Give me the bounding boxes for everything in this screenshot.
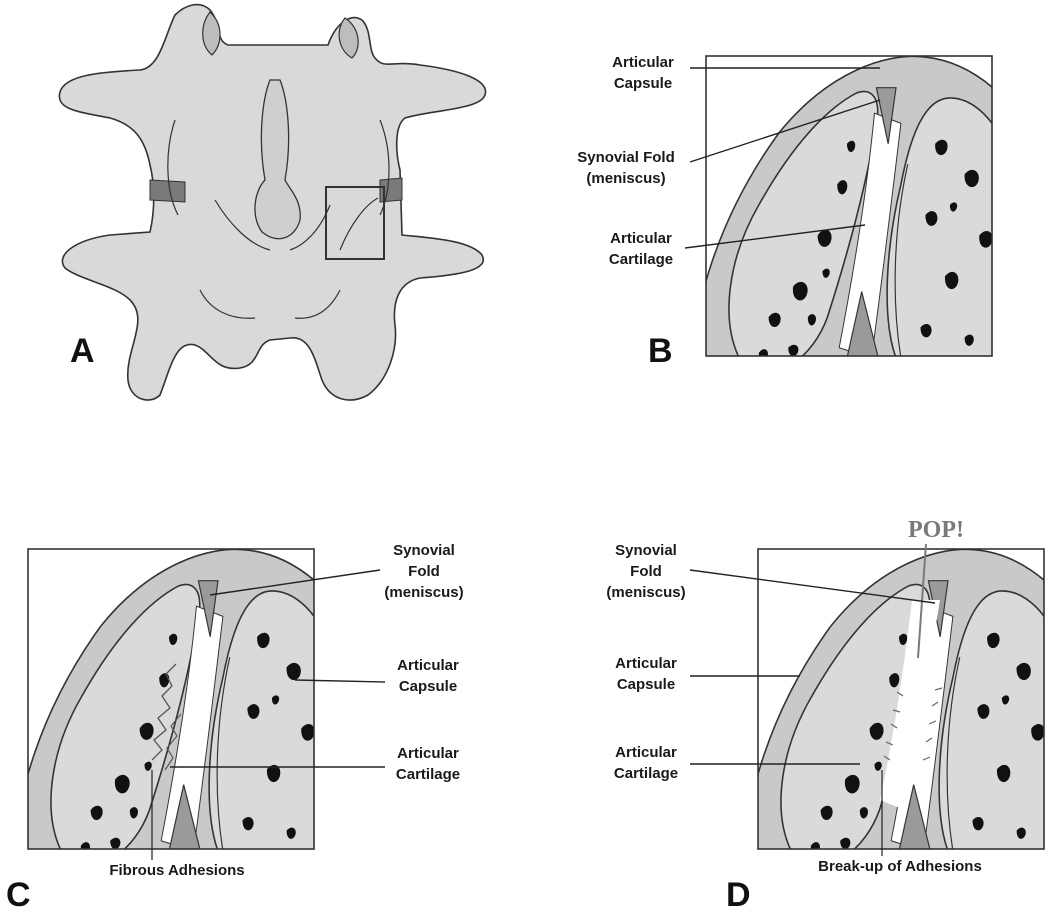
panel-b-cartilage-leader — [684, 224, 866, 249]
panel-c-capsule-label-2: Capsule — [399, 678, 457, 695]
panel-b-fold-leader — [689, 99, 881, 163]
panel-b-letter: B — [648, 332, 673, 370]
panel-d-breakup-label: Break-up of Adhesions — [818, 858, 982, 875]
panel-b: Articular Capsule Synovial Fold (meniscu… — [577, 54, 993, 370]
superior-facet-left — [202, 11, 221, 56]
panel-d-fold-label-1: Synovial — [615, 542, 677, 559]
panel-c-frame — [27, 548, 315, 850]
panel-c-fold-label-3: (meniscus) — [384, 584, 463, 601]
panel-b-cartilage-label-1: Articular — [610, 230, 672, 247]
panel-d-letter: D — [726, 876, 751, 914]
panel-c-fold-leader — [209, 569, 381, 596]
broken-adhesions — [883, 687, 943, 761]
panel-b-fold-label-2: (meniscus) — [586, 170, 665, 187]
panel-d-capsule-label-2: Capsule — [617, 676, 675, 693]
panel-d: POP! Synovial Fold (meniscus) Articular … — [606, 517, 1045, 914]
panel-d-fold-label-3: (meniscus) — [606, 584, 685, 601]
panel-c-adhesions-label: Fibrous Adhesions — [109, 862, 244, 879]
panel-a: A — [58, 3, 487, 401]
panel-d-capsule-label-1: Articular — [615, 655, 677, 672]
panel-d-frame — [757, 548, 1045, 850]
panel-d-fold-leader — [689, 569, 936, 604]
panel-c-capsule-leader — [294, 679, 386, 683]
disc-right — [379, 177, 403, 203]
spinous-process — [254, 79, 301, 240]
panel-c: Synovial Fold (meniscus) Articular Capsu… — [6, 542, 464, 914]
panel-c-capsule-label-1: Articular — [397, 657, 459, 674]
panel-b-capsule-label-2: Capsule — [614, 75, 672, 92]
panel-b-capsule-label-1: Articular — [612, 54, 674, 71]
disc-left — [149, 179, 186, 203]
panel-c-cartilage-label-2: Cartilage — [396, 766, 460, 783]
panel-d-fold-label-2: Fold — [630, 563, 662, 580]
panel-b-frame — [705, 55, 993, 357]
fibrous-adhesions — [151, 663, 177, 761]
panel-b-fold-label-1: Synovial Fold — [577, 149, 675, 166]
superior-facet-right — [338, 17, 359, 59]
panel-c-letter: C — [6, 876, 31, 914]
panel-d-cartilage-label-1: Articular — [615, 744, 677, 761]
panel-c-fold-label-1: Synovial — [393, 542, 455, 559]
facet-joint-highlight-box — [325, 186, 385, 260]
panel-c-fold-label-2: Fold — [408, 563, 440, 580]
panel-a-letter: A — [70, 332, 95, 370]
panel-b-cartilage-label-2: Cartilage — [609, 251, 673, 268]
panel-d-cartilage-label-2: Cartilage — [614, 765, 678, 782]
pop-label: POP! — [908, 517, 964, 543]
panel-c-cartilage-label-1: Articular — [397, 745, 459, 762]
